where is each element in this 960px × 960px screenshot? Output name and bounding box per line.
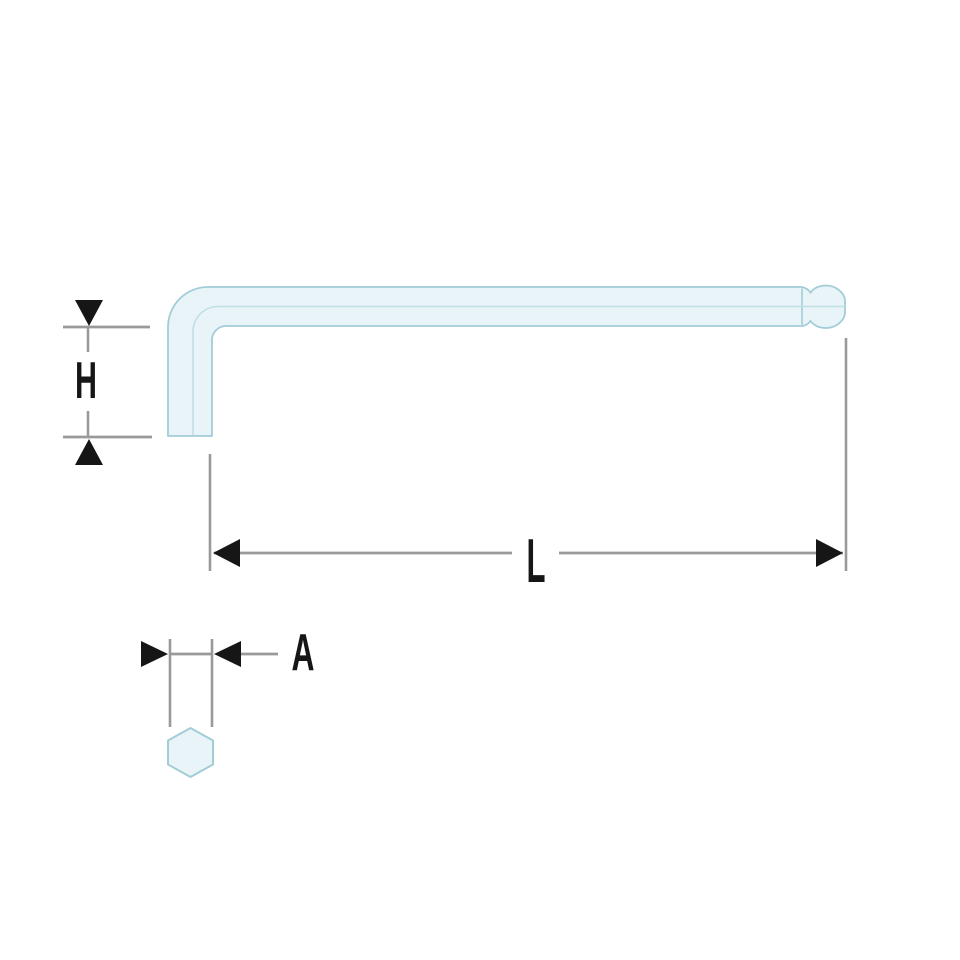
dimension-l-label: L: [527, 527, 546, 596]
dimension-a-label: A: [292, 624, 315, 682]
arrow-up-icon: [75, 439, 103, 465]
arrow-down-icon: [75, 300, 103, 326]
dimension-l: L: [208, 338, 848, 596]
arrow-left-icon: [214, 641, 241, 667]
hex-key-body: [167, 284, 846, 437]
hex-key: [167, 284, 846, 437]
hex-key-edge-centerline: [192, 305, 845, 435]
dimension-h-label: H: [75, 352, 97, 410]
arrow-right-icon: [141, 641, 168, 667]
dimension-h: H: [63, 300, 152, 465]
arrow-right-icon: [816, 539, 843, 567]
arrow-left-icon: [213, 539, 240, 567]
hex-cross-section: [167, 727, 214, 778]
dimension-a: A: [141, 624, 315, 727]
